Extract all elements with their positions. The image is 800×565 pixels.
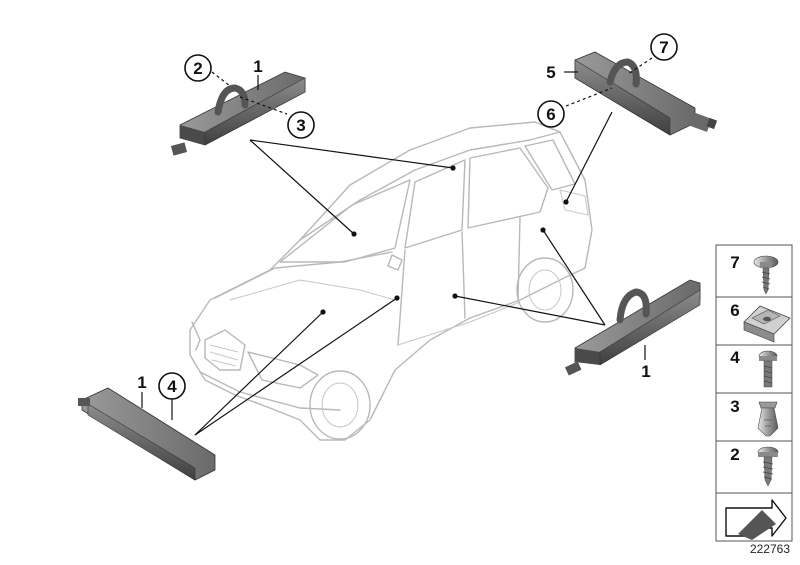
antenna-module-top-left[interactable] [170, 71, 306, 156]
parts-row-6[interactable]: 6 [730, 301, 791, 343]
parts-row-2[interactable]: 2 [730, 445, 779, 487]
antenna-module-bottom-right[interactable] [564, 279, 701, 376]
callout-tl-1: 1 [253, 57, 262, 76]
parts-legend-column: 7 6 4 [715, 244, 793, 542]
callout-tl-3: 3 [287, 111, 315, 139]
part-number: 6 [730, 301, 739, 320]
part-number: 3 [730, 397, 739, 416]
callout-tl-2: 2 [184, 54, 212, 82]
self-tapping-screw-icon [757, 446, 779, 487]
callout-number: 2 [193, 59, 202, 78]
antenna-module-top-right[interactable] [574, 51, 718, 136]
callout-number: 7 [659, 38, 668, 57]
antenna-module-bottom-left[interactable] [78, 387, 216, 481]
callout-bl-1: 1 [137, 373, 146, 392]
callout-number: 6 [546, 105, 555, 124]
parts-row-bracket [725, 499, 787, 540]
callout-tr-6: 6 [537, 100, 565, 128]
screw-with-washer-icon [753, 255, 779, 295]
callout-br-1: 1 [641, 362, 650, 381]
figure-number: 222763 [750, 542, 790, 556]
callout-number: 3 [296, 116, 305, 135]
parts-row-3[interactable]: 3 [730, 397, 779, 437]
machine-screw-icon [758, 350, 778, 388]
callout-tr-7: 7 [650, 33, 678, 61]
part-number: 2 [730, 445, 739, 464]
parts-row-7[interactable]: 7 [730, 253, 779, 295]
callout-number: 4 [167, 377, 177, 396]
clip-nut-icon [743, 305, 791, 343]
parts-row-4[interactable]: 4 [730, 348, 778, 388]
part-number: 4 [730, 348, 740, 367]
vehicle-outline [189, 121, 593, 441]
callout-bl-4: 4 [158, 372, 186, 400]
leader-lines [141, 57, 653, 436]
callout-tr-5: 5 [546, 63, 555, 82]
expanding-rivet-icon [757, 401, 779, 437]
part-number: 7 [730, 253, 739, 272]
bracket-arrow-icon [725, 499, 787, 540]
